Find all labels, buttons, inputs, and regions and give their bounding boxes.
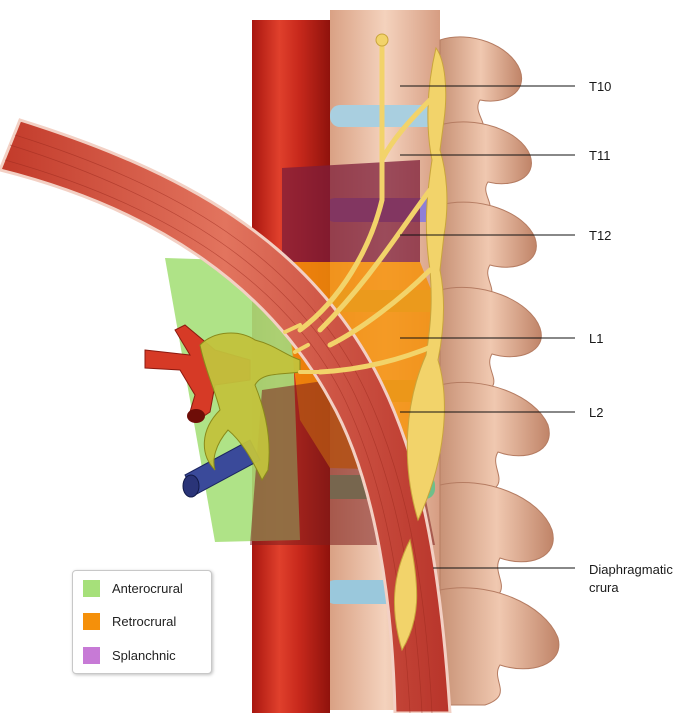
spinous-processes [439, 36, 560, 706]
legend-item-splanchnic: Splanchnic [83, 646, 176, 664]
leader-lines [400, 85, 575, 569]
legend-item-anterocrural: Anterocrural [83, 579, 183, 597]
swatch-splanchnic [83, 646, 100, 664]
swatch-retrocrural [83, 612, 100, 630]
label-diaphragmatic: Diaphragmatic [589, 562, 673, 577]
sympathetic-trunk [394, 46, 448, 652]
legend-label-anterocrural: Anterocrural [112, 580, 183, 596]
label-t10: T10 [589, 79, 612, 94]
ganglion-branches [283, 323, 322, 374]
celiac-plexus [199, 332, 301, 482]
legend-item-retrocrural: Retrocrural [83, 612, 176, 630]
splanchnic-zone [282, 160, 420, 262]
swatch-anterocrural [83, 579, 100, 597]
label-t11: T11 [589, 148, 611, 163]
label-crura: crura [589, 580, 619, 595]
legend-label-splanchnic: Splanchnic [112, 647, 176, 663]
splanchnic-nerves [297, 37, 439, 375]
label-t12: T12 [589, 228, 612, 243]
label-l1: L1 [589, 331, 604, 346]
diaphragm-crus [0, 118, 452, 713]
legend-label-retrocrural: Retrocrural [112, 613, 177, 629]
label-l2: L2 [589, 405, 604, 420]
legend: Anterocrural Retrocrural Splanchnic [72, 570, 212, 674]
